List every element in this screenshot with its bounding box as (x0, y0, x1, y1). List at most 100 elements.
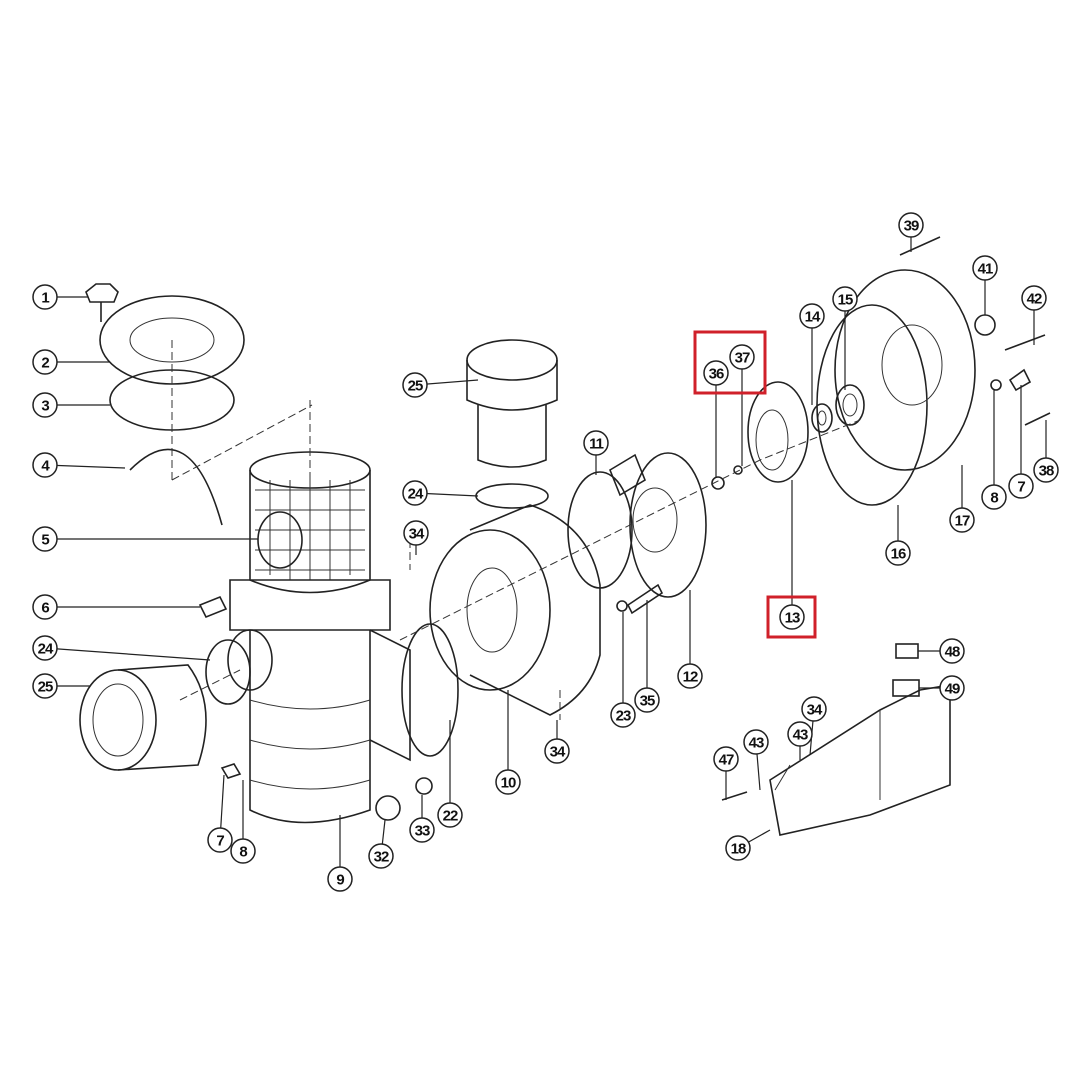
callout-12: 12 (677, 590, 703, 689)
union-nut-inlet (79, 664, 207, 771)
callout-circle (409, 817, 435, 843)
callout-number: 32 (374, 849, 389, 866)
callout-41: 41 (972, 255, 998, 315)
callout-number: 16 (891, 546, 906, 563)
callout-36: 36 (703, 360, 729, 478)
callout-9: 9 (327, 815, 353, 892)
callout-32: 32 (368, 819, 394, 869)
callout-circle (368, 843, 394, 869)
callout-circle (495, 769, 521, 795)
callout-circle (939, 638, 965, 664)
callout-number: 4 (41, 458, 50, 475)
callout-circle (402, 372, 428, 398)
callout-number: 3 (41, 398, 49, 415)
callout-6: 6 (32, 594, 200, 620)
basket-o-ring (257, 511, 303, 569)
callout-number: 49 (945, 681, 960, 698)
callout-circle (939, 675, 965, 701)
callout-38: 38 (1033, 420, 1059, 483)
callout-circle (972, 255, 998, 281)
callout-number: 6 (41, 600, 49, 617)
callout-number: 38 (1039, 463, 1054, 480)
callout-circle (634, 687, 660, 713)
callout-35: 35 (634, 600, 660, 713)
motor-support (769, 684, 951, 836)
seal-plate-o-ring (816, 304, 928, 506)
callout-circle (713, 746, 739, 772)
callout-number: 2 (41, 355, 49, 372)
callout-circle (677, 663, 703, 689)
callout-22: 22 (437, 720, 463, 828)
callout-47: 47 (713, 746, 739, 800)
callout-37: 37 (729, 344, 755, 466)
cap-32 (375, 795, 401, 821)
callout-number: 34 (550, 744, 566, 761)
leader-line (44, 464, 126, 469)
callout-24: 24 (32, 635, 211, 661)
callout-number: 34 (807, 702, 823, 719)
callout-number: 24 (408, 486, 424, 503)
callout-circle (32, 673, 58, 699)
callout-3: 3 (32, 392, 110, 418)
callout-number: 33 (415, 823, 430, 840)
callout-circle (787, 721, 813, 747)
callout-circle (32, 526, 58, 552)
callout-number: 8 (239, 844, 247, 861)
callout-43: 43 (743, 729, 769, 791)
callout-circle (403, 520, 429, 546)
callout-number: 37 (735, 350, 750, 367)
washer-23 (616, 600, 628, 612)
bolt-35 (626, 583, 664, 615)
bolt-38 (1024, 412, 1051, 426)
callout-7: 7 (207, 774, 233, 853)
o-ring-8 (990, 379, 1002, 391)
callout-13: 13 (779, 480, 805, 630)
callout-number: 7 (216, 833, 224, 850)
callout-number: 34 (409, 526, 425, 543)
basket-handle (129, 448, 223, 526)
highlight-box-36-37 (693, 330, 767, 395)
callout-2: 2 (32, 349, 110, 375)
callout-circle (207, 827, 233, 853)
callout-circle (801, 696, 827, 722)
callout-number: 12 (683, 669, 698, 686)
callout-number: 24 (38, 641, 54, 658)
clamp-bolt (198, 595, 228, 619)
callout-circle (32, 594, 58, 620)
callout-circle (32, 284, 58, 310)
impeller (747, 381, 809, 483)
callout-circle (898, 212, 924, 238)
lid-knob (85, 283, 119, 322)
callout-number: 25 (408, 378, 423, 395)
callout-circle (583, 430, 609, 456)
callout-34: 34 (801, 696, 827, 756)
callout-circle (743, 729, 769, 755)
callout-circle (779, 604, 805, 630)
callout-circle (437, 802, 463, 828)
nut-33 (415, 777, 433, 795)
callout-circle (725, 835, 751, 861)
callout-circle (832, 286, 858, 312)
callout-number: 42 (1027, 291, 1042, 308)
callout-number: 9 (336, 872, 344, 889)
seal-plate (834, 269, 976, 471)
callout-circle (729, 344, 755, 370)
callout-10: 10 (495, 690, 521, 795)
callout-circle (1008, 473, 1034, 499)
impeller-washer (733, 465, 743, 475)
callout-25: 25 (402, 372, 479, 398)
leader-line (44, 647, 211, 661)
callout-number: 35 (640, 693, 655, 710)
callout-23: 23 (610, 612, 636, 728)
callout-34: 34 (544, 720, 570, 764)
drain-plug (220, 763, 242, 779)
callout-circle (32, 635, 58, 661)
callout-number: 43 (793, 727, 808, 744)
callout-43: 43 (787, 721, 813, 760)
callout-11: 11 (583, 430, 609, 475)
callout-number: 25 (38, 679, 53, 696)
callout-number: 5 (41, 532, 49, 549)
